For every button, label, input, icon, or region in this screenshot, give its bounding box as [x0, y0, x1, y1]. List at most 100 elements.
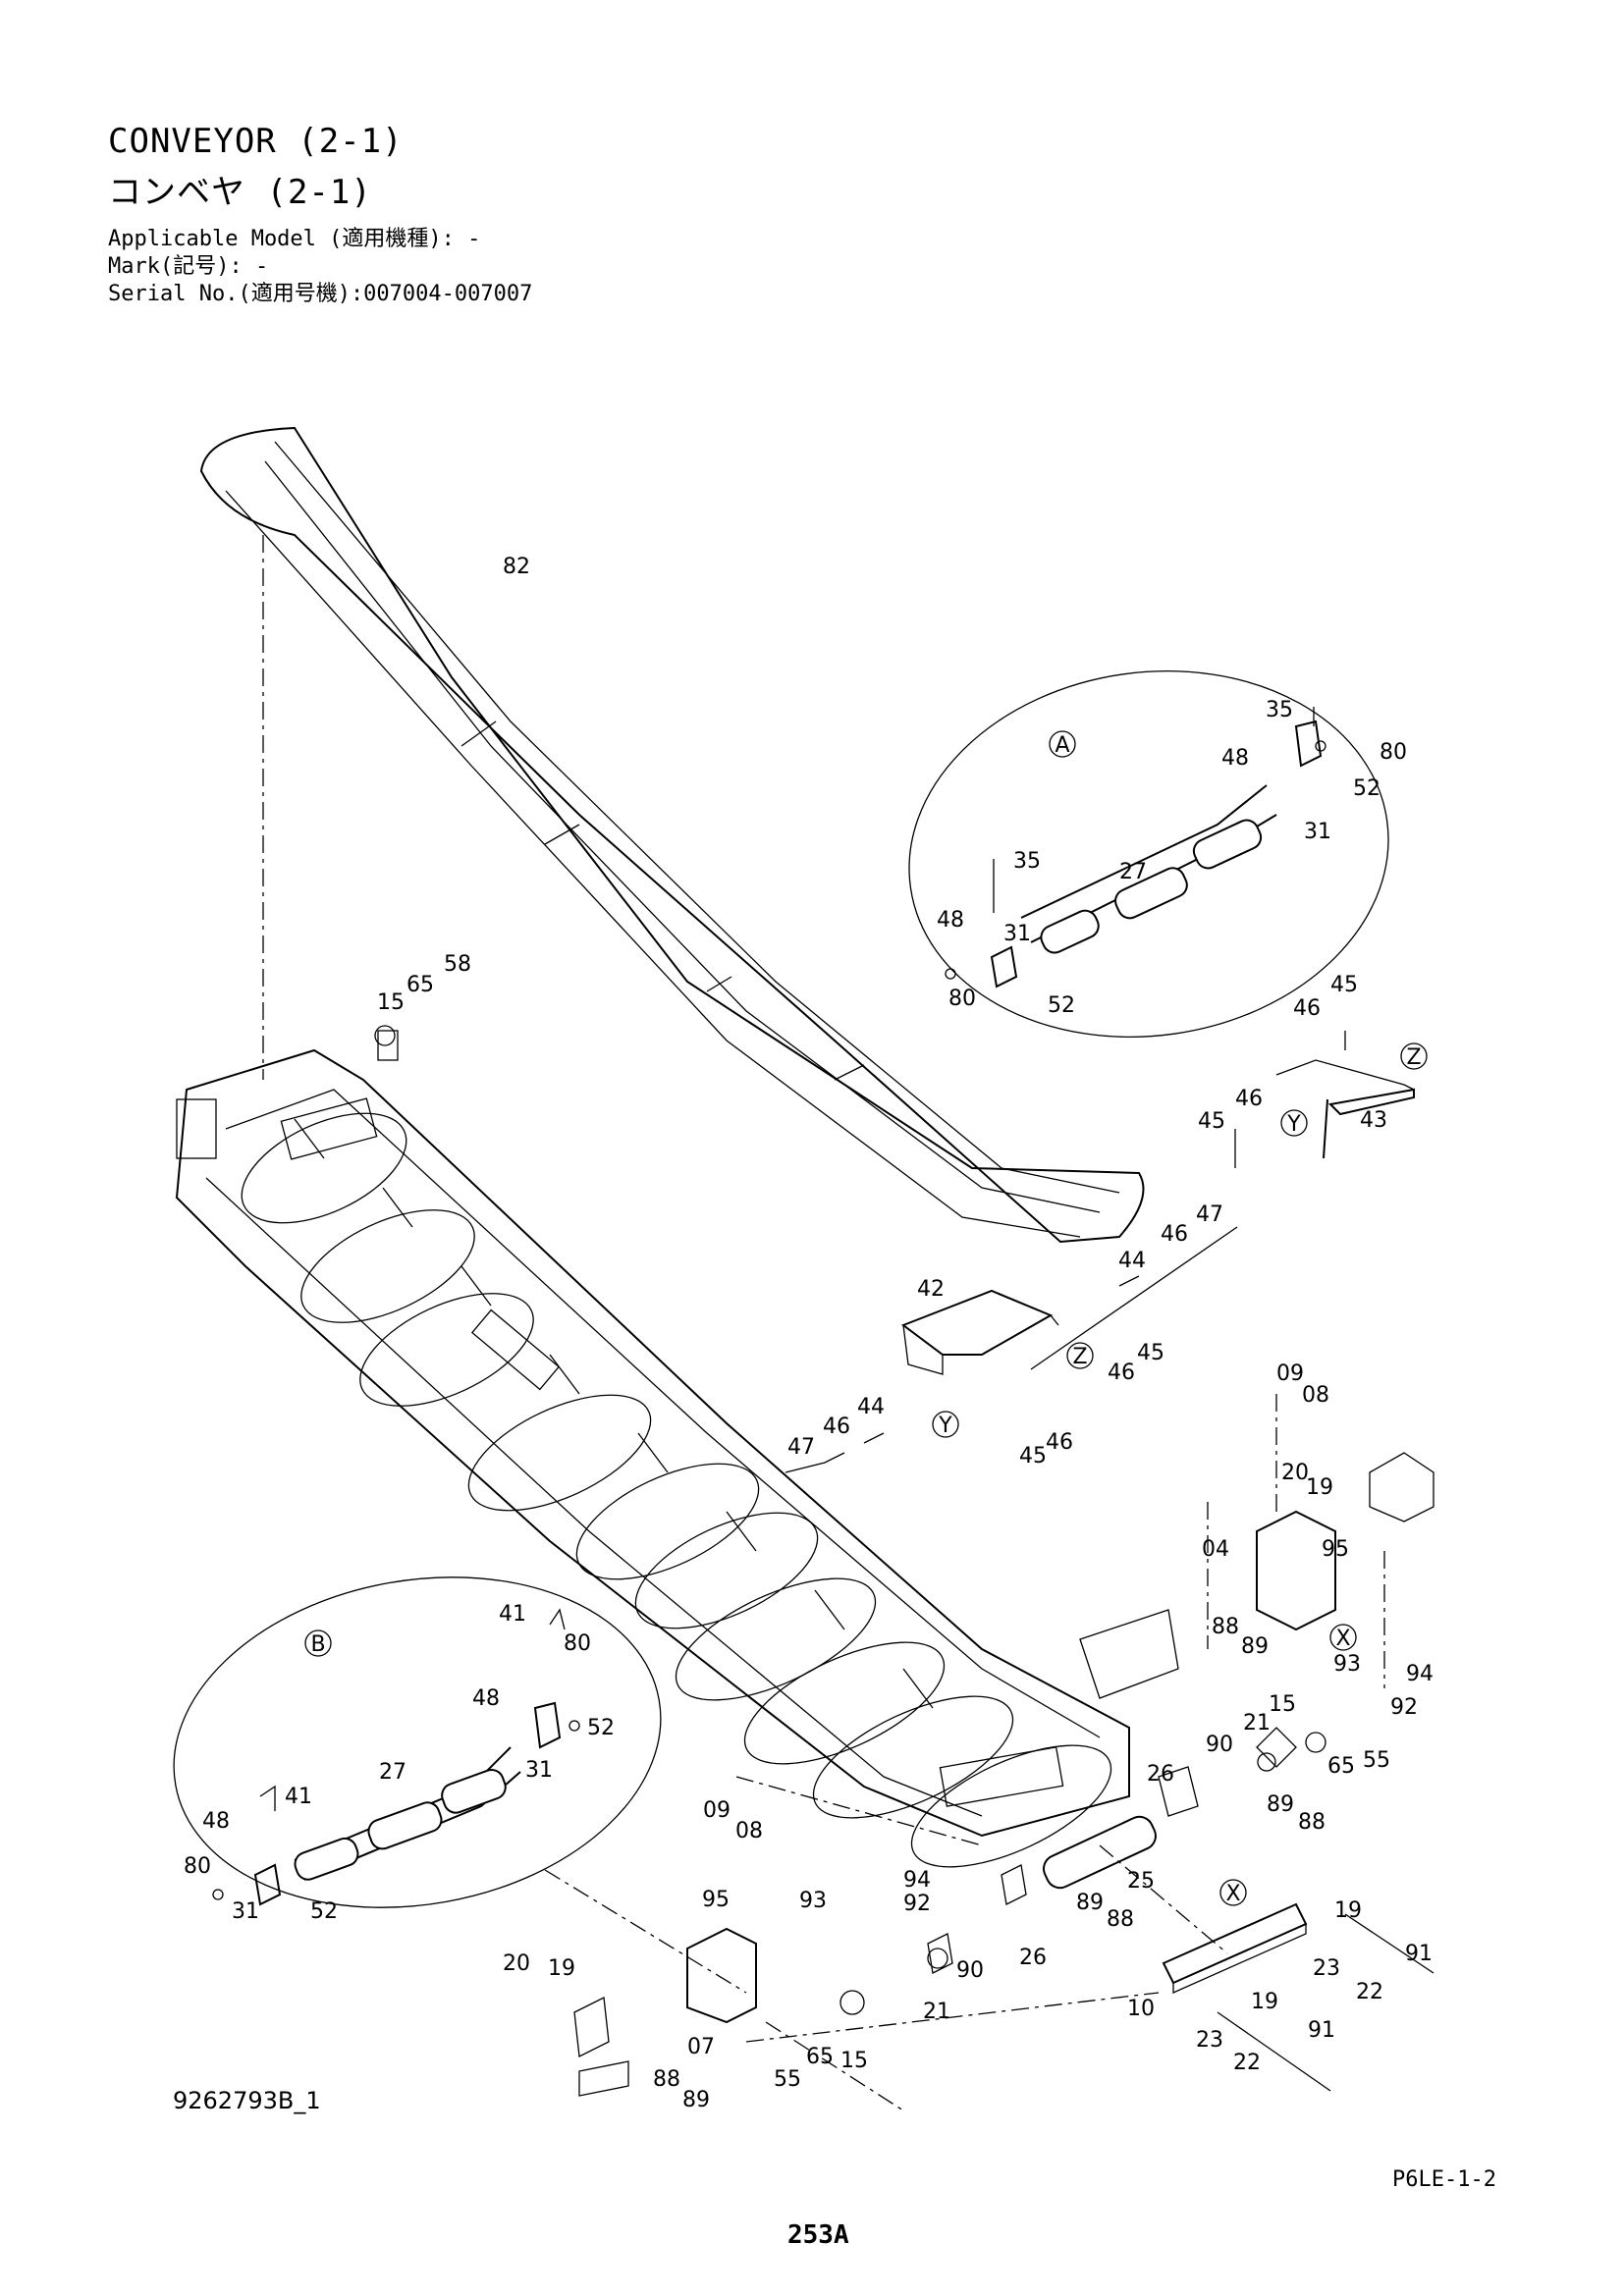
plate-10 — [745, 1844, 1435, 2092]
x-label-right: X — [1329, 1624, 1357, 1651]
part-b-31b: 31 — [232, 1899, 259, 1924]
part-26b: 26 — [1019, 1946, 1047, 1970]
part-46f: 46 — [1046, 1430, 1073, 1455]
part-09a: 09 — [1276, 1362, 1304, 1386]
y-leader — [785, 1432, 885, 1473]
part-46d: 46 — [1161, 1222, 1188, 1247]
part-08b: 08 — [735, 1819, 763, 1843]
part-z-46a: 46 — [1293, 996, 1321, 1021]
part-25: 25 — [1127, 1869, 1155, 1894]
page-title-en: CONVEYOR (2-1) — [108, 122, 404, 161]
part-b-52a: 52 — [587, 1716, 615, 1740]
part-45d: 45 — [1019, 1444, 1047, 1468]
conveyor-frame — [175, 1030, 1130, 1838]
part-55a: 55 — [1363, 1748, 1390, 1773]
part-89a: 89 — [1241, 1634, 1269, 1659]
y-label-mid: Y — [932, 1411, 959, 1438]
part-a-80a: 80 — [1380, 740, 1407, 765]
part-47b: 47 — [1196, 1202, 1223, 1227]
page-title-jp: コンベヤ (2-1) — [108, 173, 372, 212]
part-19a: 19 — [1306, 1475, 1333, 1500]
part-b-31a: 31 — [525, 1758, 553, 1783]
part-labels: 82 35 48 80 52 31 35 27 48 31 80 52 46 4… — [184, 555, 1434, 2112]
part-91a: 91 — [1405, 1942, 1433, 1966]
part-55b: 55 — [774, 2067, 801, 2092]
detail-a — [908, 670, 1389, 1038]
part-22b: 22 — [1233, 2051, 1261, 2075]
svg-text:Y: Y — [938, 1414, 952, 1438]
part-88a: 88 — [1212, 1615, 1239, 1639]
right-bracket — [1079, 1394, 1435, 1817]
conveyor-belt — [199, 426, 1145, 1244]
part-42: 42 — [917, 1277, 945, 1302]
part-b-52b: 52 — [310, 1899, 338, 1924]
part-20a: 20 — [1281, 1461, 1309, 1485]
part-a-48b: 48 — [937, 908, 964, 933]
svg-text:X: X — [1225, 1882, 1240, 1906]
part-a-35b: 35 — [1013, 849, 1041, 874]
part-46e: 46 — [1108, 1361, 1135, 1385]
part-94a: 94 — [1406, 1662, 1434, 1686]
part-19b: 19 — [548, 1956, 575, 1981]
part-65c: 65 — [806, 2045, 834, 2069]
part-b-48a: 48 — [472, 1686, 500, 1711]
part-94b: 94 — [903, 1868, 931, 1893]
part-b-41b: 41 — [285, 1785, 312, 1809]
page-code: P6LE-1-2 — [1392, 2167, 1496, 2192]
part-95b: 95 — [702, 1888, 730, 1912]
figure-number: 9262793B_1 — [173, 2087, 321, 2114]
part-a-27: 27 — [1119, 860, 1147, 884]
part-a-31a: 31 — [1304, 820, 1331, 844]
z-label-top: Z — [1400, 1042, 1428, 1070]
part-15c: 15 — [840, 2049, 868, 2073]
svg-text:A: A — [1055, 733, 1069, 758]
part-z-45a: 45 — [1330, 973, 1358, 997]
part-z-46b: 46 — [1235, 1087, 1263, 1111]
part-a-52a: 52 — [1353, 776, 1380, 801]
mark: Mark(記号): - — [108, 254, 269, 279]
detail-a-label: A — [1049, 730, 1076, 758]
part-b-80a: 80 — [564, 1631, 591, 1656]
cover-42 — [900, 1226, 1238, 1375]
part-a-48a: 48 — [1221, 746, 1249, 771]
part-21b: 21 — [923, 2000, 950, 2024]
part-22a: 22 — [1356, 1980, 1383, 2004]
part-26a: 26 — [1147, 1762, 1174, 1787]
part-20b: 20 — [503, 1951, 530, 1976]
part-b-80b: 80 — [184, 1854, 211, 1879]
svg-text:Z: Z — [1406, 1045, 1421, 1070]
roller-25 — [927, 1815, 1157, 1974]
bearings — [212, 740, 1326, 2015]
part-88c: 88 — [1107, 1907, 1134, 1932]
part-47a: 47 — [787, 1435, 815, 1460]
part-95a: 95 — [1322, 1537, 1349, 1562]
part-65b: 65 — [1327, 1754, 1355, 1779]
part-91b: 91 — [1308, 2018, 1335, 2043]
part-23a: 23 — [1313, 1956, 1340, 1981]
part-b-48b: 48 — [202, 1809, 230, 1834]
part-89d: 89 — [682, 2088, 710, 2112]
part-19c: 19 — [1334, 1898, 1362, 1923]
y-label-top: Y — [1280, 1109, 1308, 1137]
part-88d: 88 — [653, 2067, 680, 2092]
part-89b: 89 — [1267, 1792, 1294, 1817]
part-89c: 89 — [1076, 1891, 1104, 1915]
part-a-80b: 80 — [948, 987, 976, 1011]
part-58: 58 — [444, 952, 471, 977]
z-assembly — [1234, 1031, 1415, 1168]
part-a-31b: 31 — [1003, 922, 1031, 946]
part-21a: 21 — [1243, 1711, 1271, 1735]
part-44a: 44 — [857, 1395, 885, 1419]
svg-text:X: X — [1335, 1627, 1350, 1651]
part-07: 07 — [687, 2035, 715, 2059]
part-b-27: 27 — [379, 1760, 406, 1785]
part-a-52b: 52 — [1048, 993, 1075, 1018]
z-label-mid: Z — [1066, 1342, 1094, 1369]
svg-text:Z: Z — [1072, 1345, 1087, 1369]
part-09b: 09 — [703, 1798, 731, 1823]
detail-b-label: B — [304, 1629, 332, 1657]
part-04: 04 — [1202, 1537, 1229, 1562]
part-92b: 92 — [903, 1892, 931, 1916]
part-45c: 45 — [1137, 1341, 1164, 1365]
